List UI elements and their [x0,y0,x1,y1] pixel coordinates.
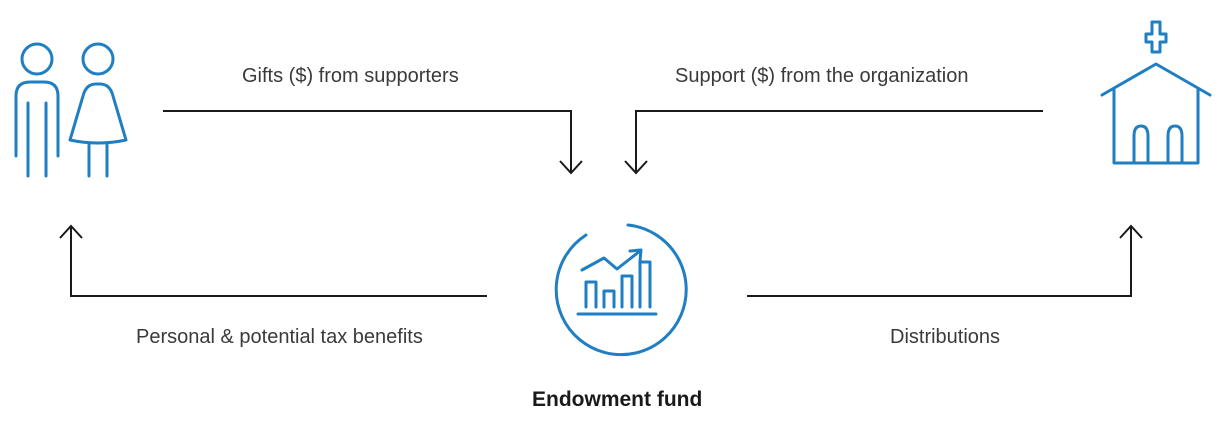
support-arrow [624,110,1043,175]
tax-benefits-label: Personal & potential tax benefits [136,326,423,348]
gifts-label: Gifts ($) from supporters [242,65,459,87]
endowment-fund-title: Endowment fund [532,388,703,411]
growth-chart-icon [554,223,688,357]
church-icon [1100,20,1212,165]
people-icon [14,42,128,178]
distributions-arrow [747,224,1143,297]
distributions-label: Distributions [890,326,1001,348]
tax-benefits-arrow [59,224,487,297]
gifts-arrow [163,110,583,175]
support-label: Support ($) from the organization [675,65,969,87]
